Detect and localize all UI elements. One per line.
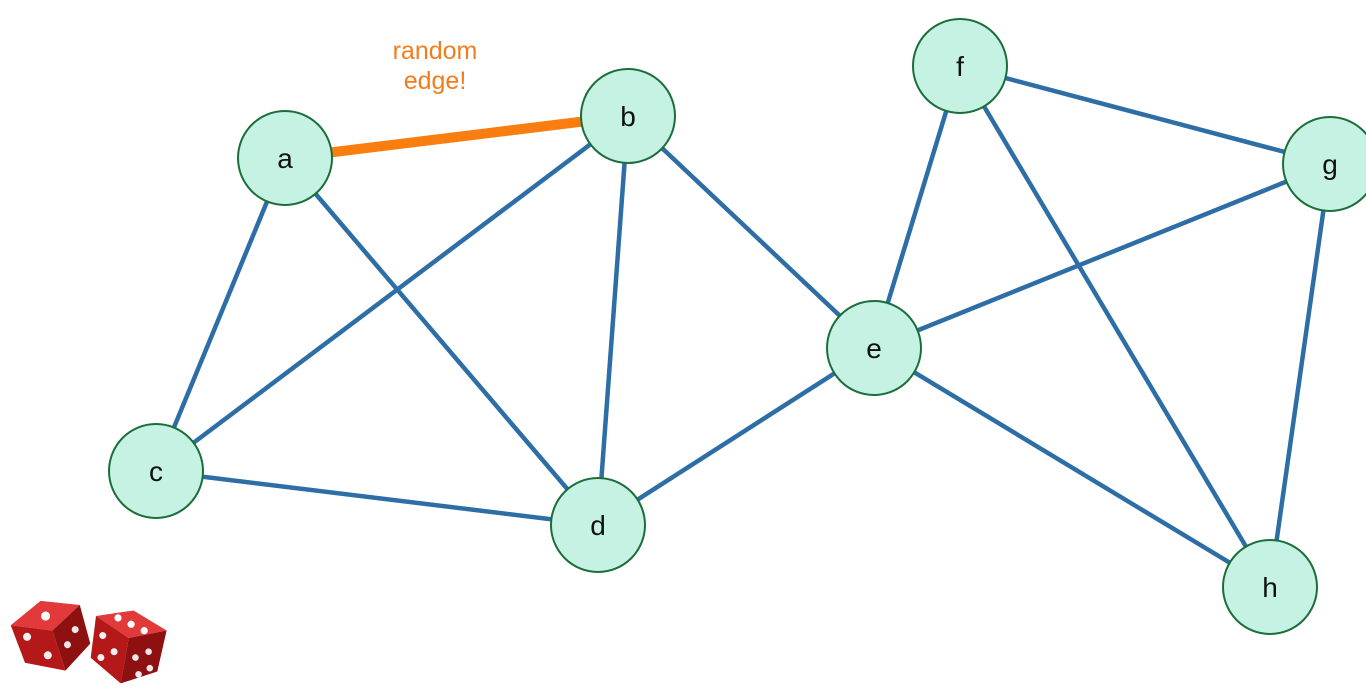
node-circle [826,300,922,396]
node-circle [550,477,646,573]
node-f: f [912,18,1008,114]
random-edge-callout: random edge! [360,36,510,96]
edge-a-c [153,155,288,474]
highlighted-edge-a-b [280,111,633,163]
node-circle [1282,116,1366,212]
callout-line-2: edge! [403,67,467,95]
edge-b-c [153,113,631,474]
node-label: b [620,101,636,132]
node-layer: a b c d e f g h [108,18,1366,635]
node-e: e [826,300,922,396]
node-circle [237,110,333,206]
edge-f-h [957,63,1273,590]
node-label: h [1262,572,1278,603]
edge-c-d [153,468,601,528]
edge-e-f [871,63,963,351]
edge-g-h [1267,161,1333,590]
edge-a-d [282,155,601,528]
edge-b-d [595,113,631,528]
node-a: a [237,110,333,206]
node-label: a [277,143,293,174]
edge-f-g [957,63,1333,167]
edge-layer [153,63,1333,590]
node-label: d [590,510,606,541]
node-label: c [149,456,163,487]
edge-e-h [871,345,1273,590]
die-left [10,600,91,671]
node-c: c [108,423,204,519]
callout-line-1: random [392,37,478,65]
node-circle [1222,539,1318,635]
node-circle [580,68,676,164]
node-d: d [550,477,646,573]
node-b: b [580,68,676,164]
node-label: f [956,51,964,82]
edge-b-e [625,113,877,351]
dice-icon [10,600,167,684]
edge-d-e [595,345,877,528]
node-circle [108,423,204,519]
edge-e-g [871,161,1333,351]
node-h: h [1222,539,1318,635]
node-circle [912,18,1008,114]
node-g: g [1282,116,1366,212]
node-label: g [1322,149,1338,180]
node-label: e [866,333,882,364]
die-right [90,610,167,684]
